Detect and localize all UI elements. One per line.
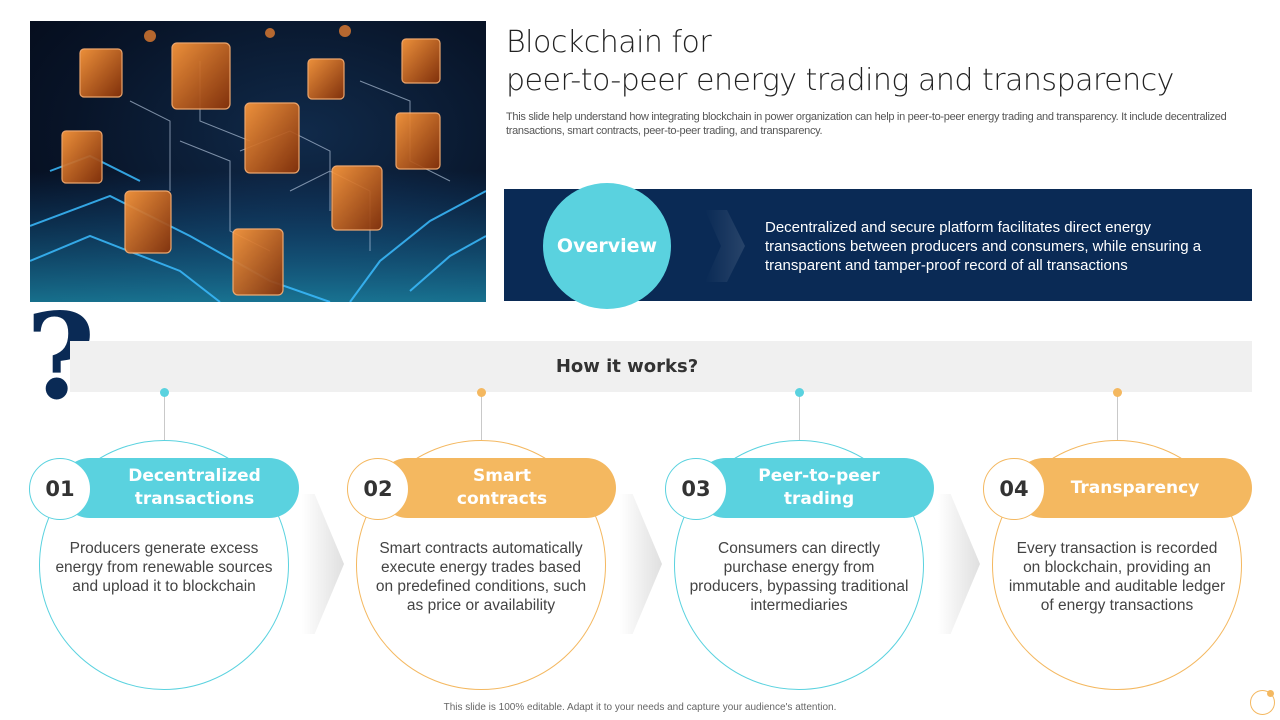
step-title-4: Transparency	[1070, 477, 1200, 498]
title-line-2: peer-to-peer energy trading and transpar…	[506, 63, 1174, 98]
step-description-4: Every transaction is recorded on blockch…	[1008, 540, 1226, 614]
step-number-3: 03	[665, 458, 727, 520]
connector-line-1	[164, 392, 165, 440]
title-line-1: Blockchain for	[506, 25, 712, 60]
chevron-right-icon	[938, 494, 980, 634]
chevron-right-icon	[620, 494, 662, 634]
decorative-ring-icon	[1250, 690, 1275, 715]
overview-text: Decentralized and secure platform facili…	[765, 219, 1202, 274]
page-title: Blockchain for peer-to-peer energy tradi…	[506, 24, 1174, 100]
step-header-3: Peer-to-peer trading	[696, 458, 934, 518]
step-description-1: Producers generate excess energy from re…	[55, 540, 273, 595]
connector-line-2	[481, 392, 482, 440]
step-description-2: Smart contracts automatically execute en…	[375, 540, 587, 614]
chevron-right-icon	[302, 494, 344, 634]
step-number-4: 04	[983, 458, 1045, 520]
how-it-works-bar: How it works?	[70, 341, 1252, 392]
connector-dot-4	[1113, 388, 1122, 397]
hero-image	[30, 21, 486, 302]
connector-line-4	[1117, 392, 1118, 440]
overview-badge: Overview	[543, 183, 671, 309]
step-title-3: Peer-to-peer trading	[758, 466, 880, 509]
overview-label: Overview	[556, 235, 658, 257]
step-header-4: Transparency	[1014, 458, 1252, 518]
connector-dot-1	[160, 388, 169, 397]
connector-line-3	[799, 392, 800, 440]
step-number-2: 02	[347, 458, 409, 520]
step-header-1: Decentralized transactions	[60, 458, 299, 518]
step-description-3: Consumers can directly purchase energy f…	[689, 540, 909, 614]
connector-dot-3	[795, 388, 804, 397]
step-title-1: Decentralized transactions	[128, 466, 261, 509]
how-it-works-label: How it works?	[555, 356, 699, 377]
decorative-dot-icon	[1267, 690, 1274, 697]
page-subtitle: This slide help understand how integrati…	[506, 111, 1227, 137]
step-number-1: 01	[29, 458, 91, 520]
step-header-2: Smart contracts	[378, 458, 616, 518]
connector-dot-2	[477, 388, 486, 397]
step-title-2: Smart contracts	[456, 466, 548, 509]
blockchain-cubes-illustration	[30, 25, 486, 302]
footer-note: This slide is 100% editable. Adapt it to…	[443, 702, 837, 713]
